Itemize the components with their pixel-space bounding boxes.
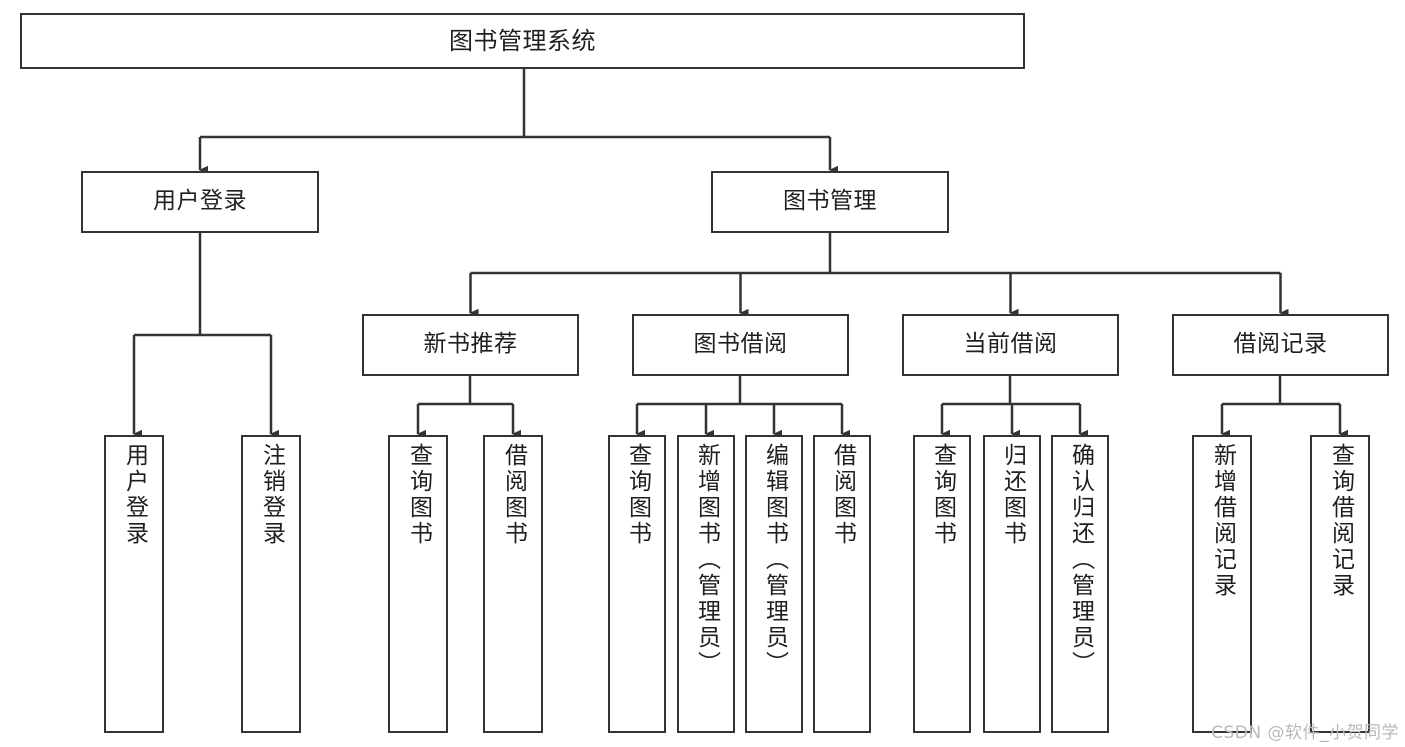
node-label-leaf-confirm-return-admin: 确认归还（管理员）	[1067, 443, 1094, 677]
node-label-new-book-recommend: 新书推荐	[423, 331, 518, 358]
node-label-leaf-return-book: 归还图书	[999, 443, 1026, 547]
node-label-book-borrow: 图书借阅	[693, 331, 788, 358]
node-label-leaf-query-book-2: 查询图书	[624, 443, 651, 547]
node-leaf-query-book-1: 查询图书	[388, 435, 448, 733]
node-label-root: 图书管理系统	[449, 26, 596, 55]
node-leaf-query-borrow-record: 查询借阅记录	[1310, 435, 1370, 733]
node-leaf-borrow-book-2: 借阅图书	[813, 435, 871, 733]
node-label-leaf-add-book-admin: 新增图书（管理员）	[693, 443, 720, 677]
node-label-borrow-record: 借阅记录	[1233, 331, 1328, 358]
node-label-leaf-query-book-3: 查询图书	[929, 443, 956, 547]
node-label-leaf-user-login: 用户登录	[121, 443, 148, 547]
node-leaf-return-book: 归还图书	[983, 435, 1041, 733]
node-label-leaf-edit-book-admin: 编辑图书（管理员）	[761, 443, 788, 677]
node-label-leaf-add-borrow-record: 新增借阅记录	[1209, 443, 1236, 599]
node-new-book-recommend: 新书推荐	[362, 314, 579, 376]
node-borrow-record: 借阅记录	[1172, 314, 1389, 376]
node-leaf-add-borrow-record: 新增借阅记录	[1192, 435, 1252, 733]
node-label-leaf-logout-login: 注销登录	[258, 443, 285, 547]
node-label-leaf-borrow-book-2: 借阅图书	[829, 443, 856, 547]
node-label-book-manage: 图书管理	[783, 188, 877, 215]
node-book-manage: 图书管理	[711, 171, 949, 233]
node-leaf-borrow-book-1: 借阅图书	[483, 435, 543, 733]
node-root: 图书管理系统	[20, 13, 1025, 69]
node-leaf-edit-book-admin: 编辑图书（管理员）	[745, 435, 803, 733]
node-current-borrow: 当前借阅	[902, 314, 1119, 376]
node-label-user-login: 用户登录	[153, 188, 247, 215]
node-label-current-borrow: 当前借阅	[963, 331, 1058, 358]
node-label-leaf-borrow-book-1: 借阅图书	[500, 443, 527, 547]
node-leaf-confirm-return-admin: 确认归还（管理员）	[1051, 435, 1109, 733]
node-leaf-query-book-2: 查询图书	[608, 435, 666, 733]
node-leaf-query-book-3: 查询图书	[913, 435, 971, 733]
node-user-login: 用户登录	[81, 171, 319, 233]
node-book-borrow: 图书借阅	[632, 314, 849, 376]
node-leaf-user-login: 用户登录	[104, 435, 164, 733]
node-label-leaf-query-borrow-record: 查询借阅记录	[1327, 443, 1354, 599]
node-leaf-add-book-admin: 新增图书（管理员）	[677, 435, 735, 733]
edge-layer	[132, 69, 1348, 439]
node-label-leaf-query-book-1: 查询图书	[405, 443, 432, 547]
node-leaf-logout-login: 注销登录	[241, 435, 301, 733]
